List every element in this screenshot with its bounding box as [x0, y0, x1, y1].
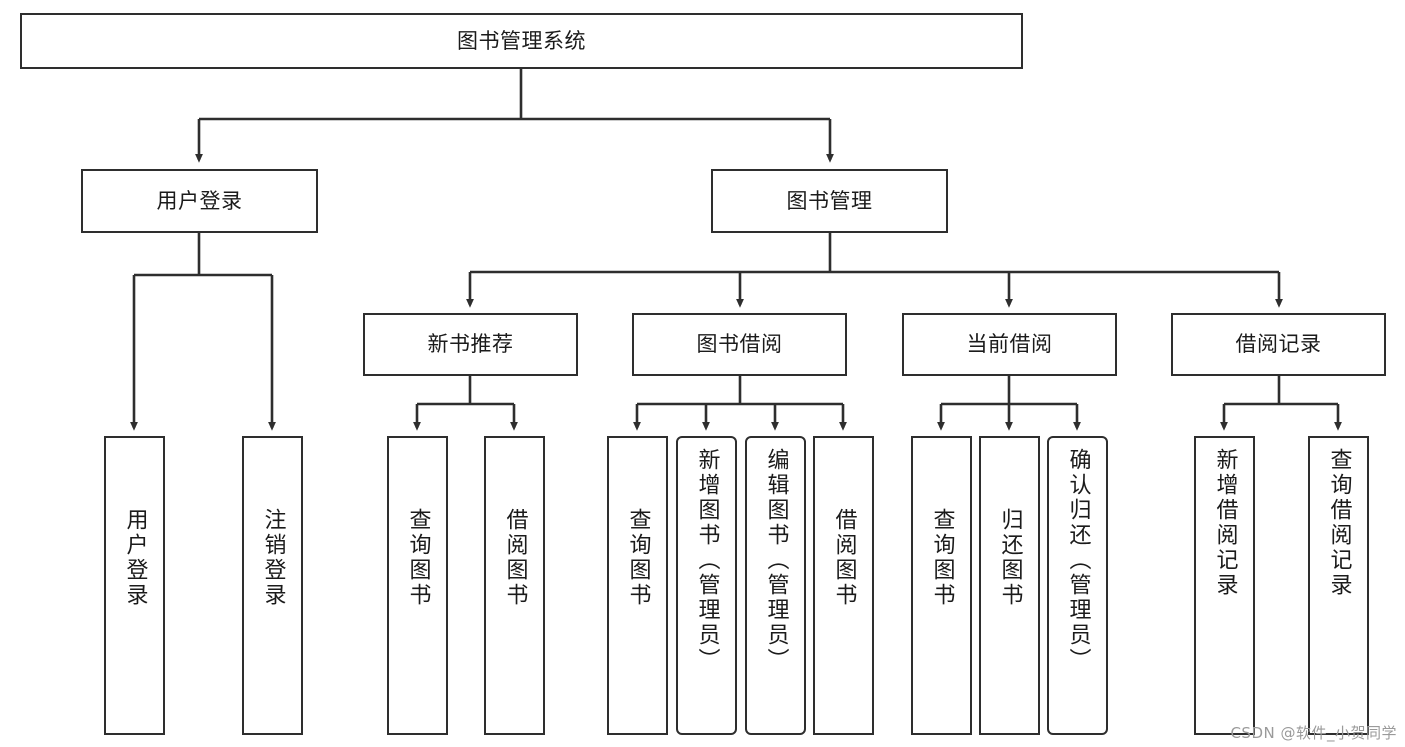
node-leaf-logout-label: 注销登录	[260, 508, 286, 608]
node-leaf-query-book-1-label: 查询图书	[405, 508, 431, 608]
node-book-borrow[interactable]: 图书借阅	[632, 313, 847, 376]
node-leaf-add-book-label: 新增图书（管理员）	[694, 448, 720, 673]
watermark-text: CSDN @软件_小贺同学	[1230, 724, 1397, 742]
node-leaf-query-book-2[interactable]: 查询图书	[607, 436, 668, 735]
node-user-login[interactable]: 用户登录	[81, 169, 318, 233]
node-leaf-return-book[interactable]: 归还图书	[979, 436, 1040, 735]
node-leaf-logout[interactable]: 注销登录	[242, 436, 303, 735]
node-leaf-query-book-3[interactable]: 查询图书	[911, 436, 972, 735]
node-leaf-edit-book-label: 编辑图书（管理员）	[763, 448, 789, 673]
node-new-book-rec-label: 新书推荐	[427, 332, 514, 357]
node-leaf-borrow-book-2-label: 借阅图书	[831, 508, 857, 608]
node-book-borrow-label: 图书借阅	[696, 332, 783, 357]
node-leaf-query-record[interactable]: 查询借阅记录	[1308, 436, 1369, 735]
node-book-manage-label: 图书管理	[786, 188, 873, 213]
node-new-book-rec[interactable]: 新书推荐	[363, 313, 578, 376]
node-leaf-query-book-1[interactable]: 查询图书	[387, 436, 448, 735]
node-borrow-record[interactable]: 借阅记录	[1171, 313, 1386, 376]
node-leaf-query-book-3-label: 查询图书	[929, 508, 955, 608]
node-leaf-return-book-label: 归还图书	[997, 508, 1023, 608]
node-leaf-borrow-book-2[interactable]: 借阅图书	[813, 436, 874, 735]
node-leaf-user-login[interactable]: 用户登录	[104, 436, 165, 735]
node-current-borrow[interactable]: 当前借阅	[902, 313, 1117, 376]
node-leaf-user-login-label: 用户登录	[122, 508, 148, 608]
node-user-login-label: 用户登录	[156, 188, 243, 213]
node-leaf-query-book-2-label: 查询图书	[625, 508, 651, 608]
node-book-manage[interactable]: 图书管理	[711, 169, 948, 233]
node-current-borrow-label: 当前借阅	[966, 332, 1053, 357]
node-leaf-add-record-label: 新增借阅记录	[1212, 448, 1238, 598]
node-leaf-confirm-return[interactable]: 确认归还（管理员）	[1047, 436, 1108, 735]
node-root[interactable]: 图书管理系统	[20, 13, 1023, 69]
node-borrow-record-label: 借阅记录	[1235, 332, 1322, 357]
node-leaf-edit-book[interactable]: 编辑图书（管理员）	[745, 436, 806, 735]
node-leaf-confirm-return-label: 确认归还（管理员）	[1065, 448, 1091, 673]
node-leaf-add-record[interactable]: 新增借阅记录	[1194, 436, 1255, 735]
node-leaf-query-record-label: 查询借阅记录	[1326, 448, 1352, 598]
node-leaf-borrow-book-1[interactable]: 借阅图书	[484, 436, 545, 735]
node-leaf-borrow-book-1-label: 借阅图书	[502, 508, 528, 608]
node-root-label: 图书管理系统	[457, 28, 586, 53]
node-leaf-add-book[interactable]: 新增图书（管理员）	[676, 436, 737, 735]
